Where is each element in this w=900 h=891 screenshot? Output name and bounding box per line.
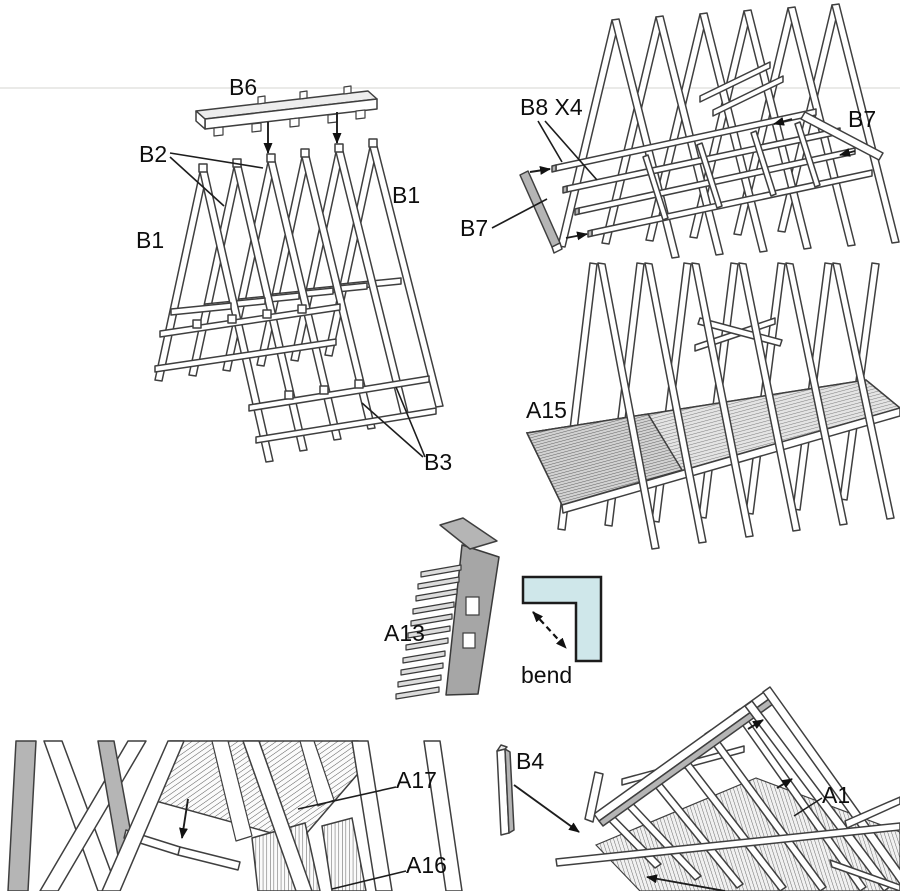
b6-notched-rail-part <box>195 85 378 137</box>
b7-arrows <box>491 116 856 241</box>
label-b2: B2 <box>139 141 168 167</box>
label-b7-right: B7 <box>848 106 877 132</box>
b7-rail-left <box>519 170 561 248</box>
b7-rail-right <box>800 111 884 161</box>
step6-gable-assembly-diagram <box>496 686 900 891</box>
a13-stair-part-diagram <box>395 517 500 700</box>
step6-arrows <box>513 719 823 891</box>
b3-leader-lines <box>361 386 426 458</box>
frame-rail <box>159 303 341 338</box>
label-a17: A17 <box>396 767 437 793</box>
frame-rail <box>154 338 337 373</box>
label-a16: A16 <box>406 852 447 878</box>
label-a15: A15 <box>526 397 567 423</box>
label-b1-left: B1 <box>136 227 165 253</box>
label-b4: B4 <box>516 748 545 774</box>
label-b6: B6 <box>229 74 258 100</box>
label-b1-right: B1 <box>392 182 421 208</box>
bend-callout-diagram <box>521 575 603 663</box>
label-a13: A13 <box>384 620 425 646</box>
frame-rail <box>255 407 437 444</box>
label-bend: bend <box>521 662 573 688</box>
label-b3: B3 <box>424 449 453 475</box>
bend-angle-piece <box>521 575 603 663</box>
b4-strip-part <box>496 744 515 836</box>
b2-leader-lines <box>169 152 264 207</box>
b8-leader-lines <box>537 120 598 181</box>
b6-insert-arrows <box>263 112 342 154</box>
step1-a-frame-row-diagram <box>154 85 444 463</box>
step3-floor-panel-diagram <box>525 262 900 550</box>
placement-arrow <box>179 798 189 839</box>
label-b8-x4: B8 X4 <box>520 94 583 120</box>
label-a1: A1 <box>822 782 851 808</box>
frame-rail <box>248 375 430 412</box>
bend-direction-arrow <box>532 611 567 649</box>
a17-a16-leader-lines <box>297 786 407 890</box>
step2-joist-installation-diagram <box>491 3 900 259</box>
step5-roof-sheathing-detail-diagram <box>7 740 463 891</box>
label-b7-left: B7 <box>460 215 489 241</box>
